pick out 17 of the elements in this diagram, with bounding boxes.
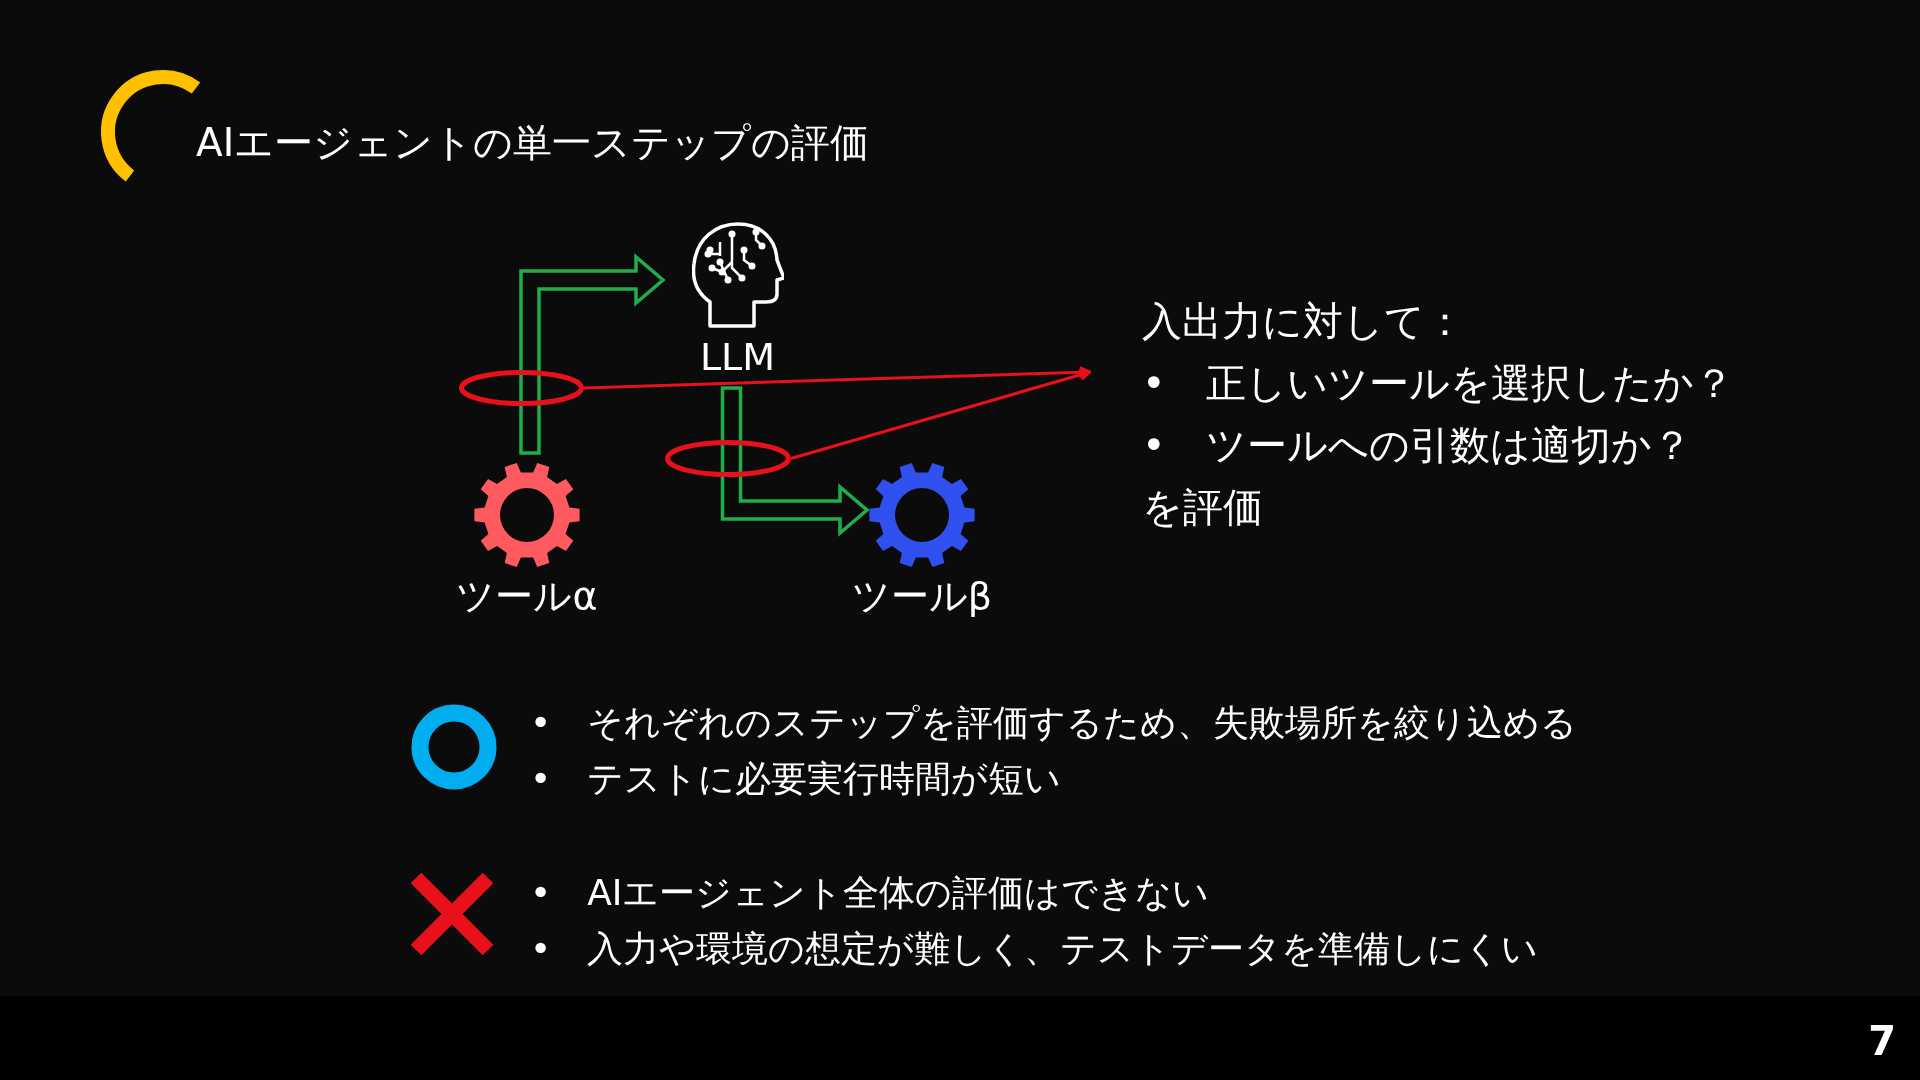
bullet-text: • テストに必要実行時間が短い <box>530 757 1062 801</box>
bullet-text: • 入力や環境の想定が難しく、テストデータを準備しにくい <box>530 927 1539 971</box>
arrow <box>790 368 1092 460</box>
llm-label: LLM <box>698 334 777 381</box>
page-number: 7 <box>1868 1017 1896 1066</box>
block-arrow <box>720 386 870 537</box>
bullet-text: • それぞれのステップを評価するため、失敗場所を絞り込める <box>530 701 1578 745</box>
bullet-text: • ツールへの引数は適切か？ <box>1142 421 1692 470</box>
body-text: を評価 <box>1142 483 1263 532</box>
tool-label: ツールβ <box>850 573 994 620</box>
block-arrow <box>519 253 666 455</box>
slide-title: AIエージェントの単一ステップの評価 <box>196 119 870 167</box>
bullet-text: • AIエージェント全体の評価はできない <box>530 871 1210 915</box>
tool-label: ツールα <box>455 573 599 620</box>
body-text: 入出力に対して： <box>1142 297 1465 346</box>
bullet-text: • 正しいツールを選択したか？ <box>1142 359 1734 408</box>
arrow <box>583 366 1092 390</box>
